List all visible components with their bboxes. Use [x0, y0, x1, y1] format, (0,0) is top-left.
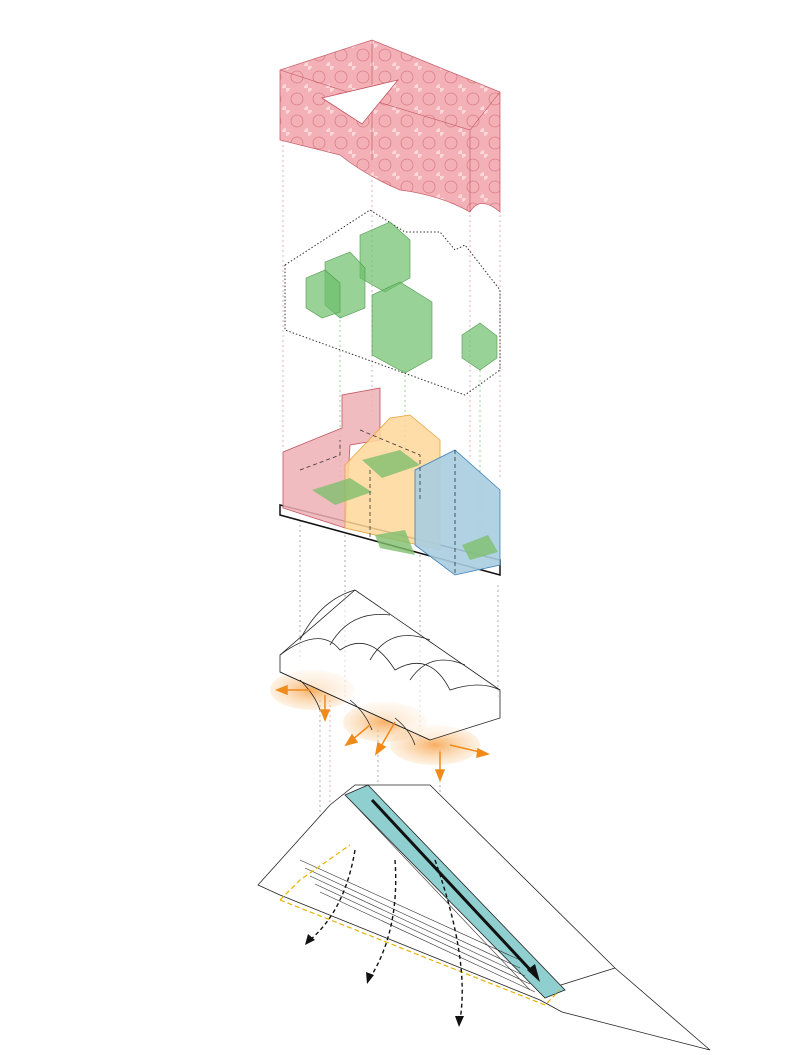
terrain-layer	[257, 784, 711, 1051]
water-channel	[344, 784, 566, 999]
tree-layer	[284, 209, 501, 396]
vault-structure-layer	[270, 589, 501, 783]
flow-arrows	[309, 849, 463, 1021]
program-volumes-layer	[279, 387, 501, 576]
light-glow	[390, 725, 480, 765]
roof-canopy-layer	[279, 39, 501, 213]
